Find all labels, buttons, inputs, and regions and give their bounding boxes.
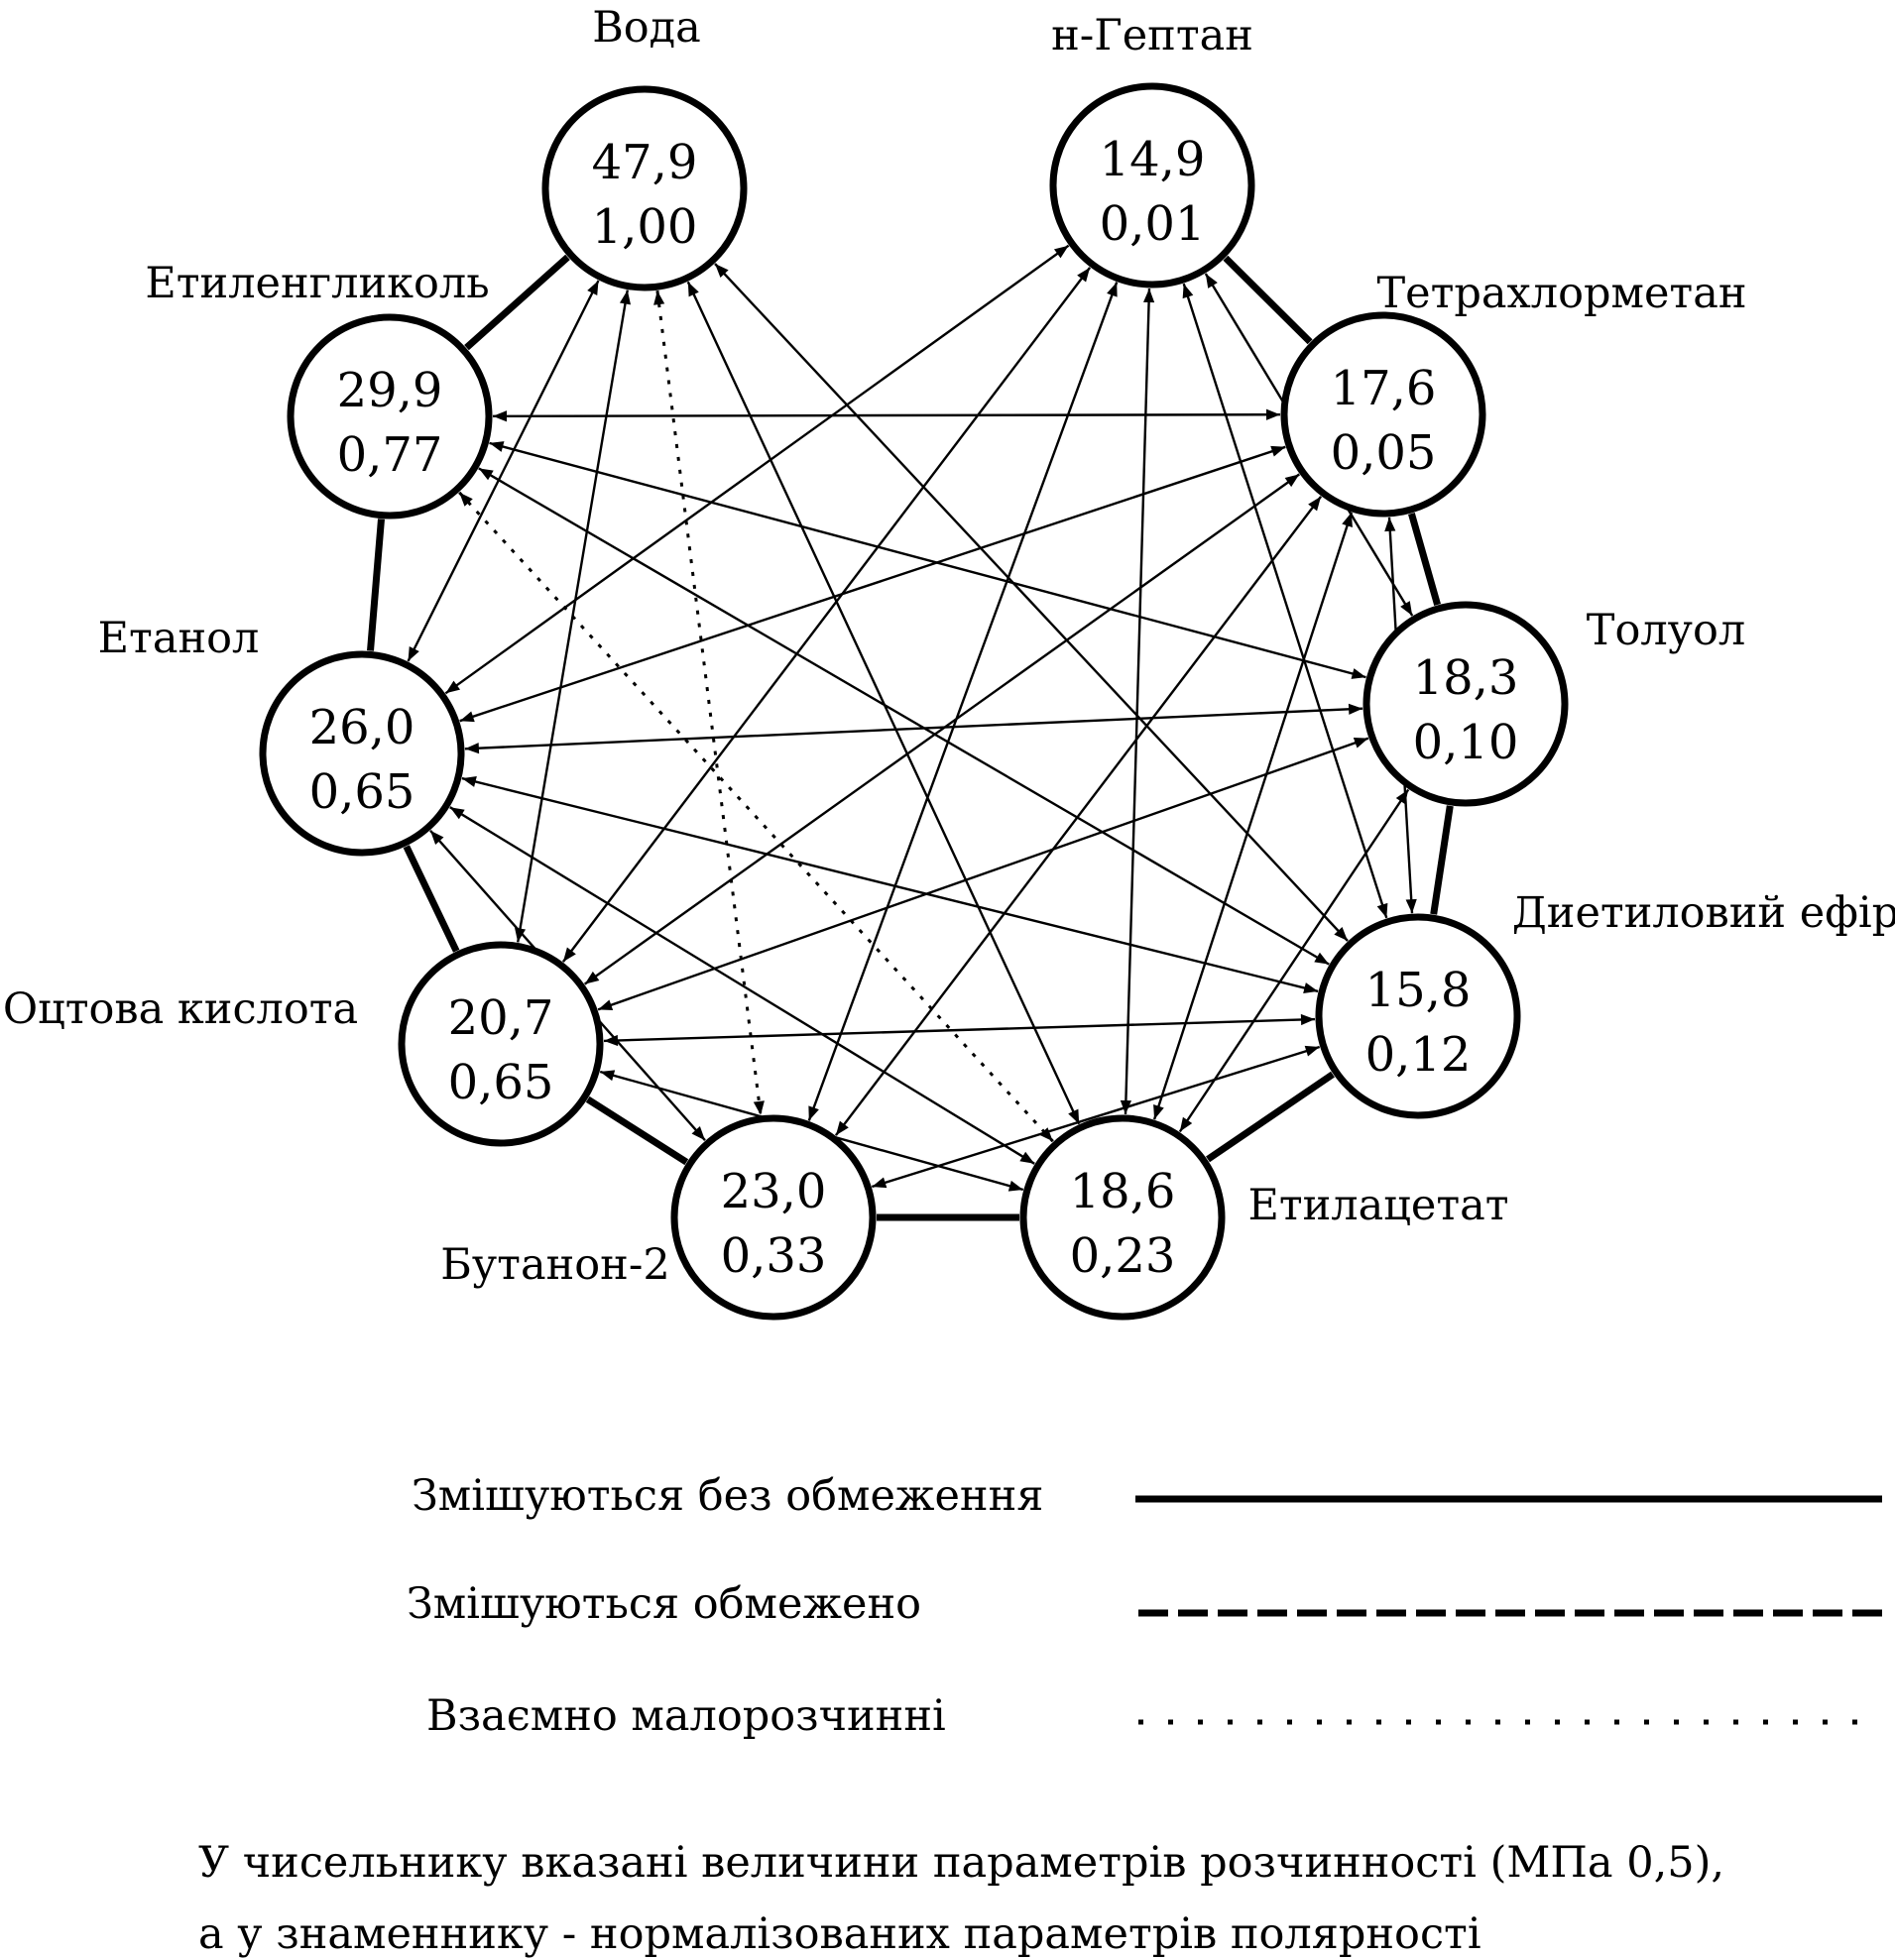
solvent-name: Тетрахлорметан	[1376, 269, 1746, 318]
solvent-name: Оцтова кислота	[3, 984, 358, 1034]
solvent-name: н-Гептан	[1051, 11, 1253, 60]
edge-arrow-acetic-ether	[603, 1013, 1316, 1047]
node-circle	[541, 85, 748, 291]
node-circle	[398, 941, 604, 1147]
node-butanon: 23,0 0,33 Бутанон-2	[440, 1114, 877, 1321]
edge-arrow-tetra-butanon	[834, 496, 1323, 1136]
solvent-name: Етанол	[98, 614, 260, 663]
polarity-parameter: 0,77	[337, 427, 443, 483]
edge-arrow-ethanol-ether	[461, 776, 1319, 993]
polarity-parameter: 1,00	[592, 199, 698, 255]
edge-arrow-heptan-ethanol	[444, 244, 1070, 695]
edge-arrow-ether-butanon	[871, 1045, 1321, 1189]
node-ether: 15,8 0,12 Диетиловий ефір	[1315, 888, 1895, 1119]
edge-unlimited-glycol-ethanol	[367, 519, 385, 651]
polarity-parameter: 0,10	[1413, 715, 1519, 770]
polarity-parameter: 0,65	[309, 764, 415, 820]
node-toluol: 18,3 0,10 Толуол	[1362, 601, 1745, 807]
edge-arrow-ethanol-toluol	[464, 703, 1363, 754]
edge-immiscible-voda-butanon	[653, 290, 765, 1115]
edge-arrow-heptan-ethylacetate	[1120, 288, 1155, 1115]
node-circle	[1315, 913, 1521, 1119]
solubility-parameter: 47,9	[592, 135, 698, 190]
node-circle	[1019, 1114, 1226, 1321]
node-acetic: 20,7 0,65 Оцтова кислота	[3, 941, 604, 1147]
polarity-parameter: 0,65	[448, 1055, 554, 1110]
node-circle	[1362, 601, 1569, 807]
solvent-name: Вода	[592, 3, 701, 53]
legend-label-limited: Змішуються обмежено	[407, 1579, 921, 1629]
polarity-parameter: 0,33	[721, 1228, 827, 1284]
footnote-line-2: а у знаменнику - нормалізованих параметр…	[198, 1909, 1481, 1959]
node-ethylacetate: 18,6 0,23 Етилацетат	[1019, 1114, 1509, 1321]
node-glycol: 29,9 0,77 Етиленгликоль	[145, 259, 493, 519]
node-ethanol: 26,0 0,65 Етанол	[98, 614, 465, 857]
solubility-parameter: 15,8	[1365, 963, 1472, 1018]
polarity-parameter: 0,01	[1100, 196, 1206, 252]
solvent-nodes: 47,91,00Вода14,90,01н-Гептан29,90,77Етил…	[3, 3, 1895, 1321]
edge-arrow-heptan-acetic	[561, 267, 1092, 963]
edge-arrow-glycol-tetra	[492, 408, 1281, 422]
node-circle	[259, 650, 465, 857]
solubility-parameter: 14,9	[1100, 132, 1206, 187]
solvent-name: Етилацетат	[1247, 1181, 1508, 1230]
edge-unlimited-ether-toluol	[1430, 805, 1454, 915]
node-circle	[287, 313, 493, 519]
edge-arrow-toluol-acetic	[597, 737, 1369, 1011]
node-heptan: 14,9 0,01 н-Гептан	[1049, 11, 1255, 288]
node-voda: 47,9 1,00 Вода	[541, 3, 748, 291]
polarity-parameter: 0,23	[1070, 1228, 1176, 1284]
edge-unlimited-acetic-butanon	[585, 1095, 689, 1166]
solvent-name: Диетиловий ефір	[1512, 888, 1895, 938]
edge-arrow-voda-ether	[714, 263, 1349, 942]
solubility-parameter: 17,6	[1331, 361, 1437, 416]
footnote-line-1: У чисельнику вказані величини параметрів…	[198, 1838, 1724, 1888]
solvent-name: Толуол	[1587, 606, 1745, 655]
edge-arrow-heptan-butanon	[807, 282, 1119, 1121]
solubility-parameter: 26,0	[309, 700, 415, 755]
node-circle	[670, 1114, 877, 1321]
solubility-parameter: 29,9	[337, 363, 443, 418]
legend-label-unlimited: Змішуються без обмеження	[412, 1471, 1043, 1521]
polarity-parameter: 0,12	[1365, 1027, 1472, 1083]
solvent-name: Бутанон-2	[440, 1240, 669, 1290]
edge-unlimited-ethylacetate-ether	[1206, 1071, 1335, 1163]
solubility-parameter: 18,3	[1413, 650, 1519, 706]
edge-unlimited-toluol-tetra	[1408, 513, 1441, 606]
node-circle	[1280, 311, 1486, 518]
legend: Змішуються без обмеження Змішуються обме…	[407, 1471, 1882, 1741]
edge-unlimited-ethanol-acetic	[403, 845, 460, 953]
solubility-parameter: 23,0	[721, 1164, 827, 1219]
solvent-name: Етиленгликоль	[145, 259, 489, 308]
edge-arrow-tetra-acetic	[584, 473, 1300, 985]
legend-label-immiscible: Взаємно малорозчинні	[426, 1691, 946, 1741]
polarity-parameter: 0,05	[1331, 425, 1437, 481]
solubility-parameter: 18,6	[1070, 1164, 1176, 1219]
solubility-parameter: 20,7	[448, 990, 554, 1046]
footnote: У чисельнику вказані величини параметрів…	[198, 1838, 1724, 1959]
node-tetra: 17,6 0,05 Тетрахлорметан	[1280, 269, 1747, 518]
node-circle	[1049, 82, 1255, 288]
edge-arrow-glycol-toluol	[489, 441, 1366, 679]
connection-lines	[367, 244, 1454, 1221]
